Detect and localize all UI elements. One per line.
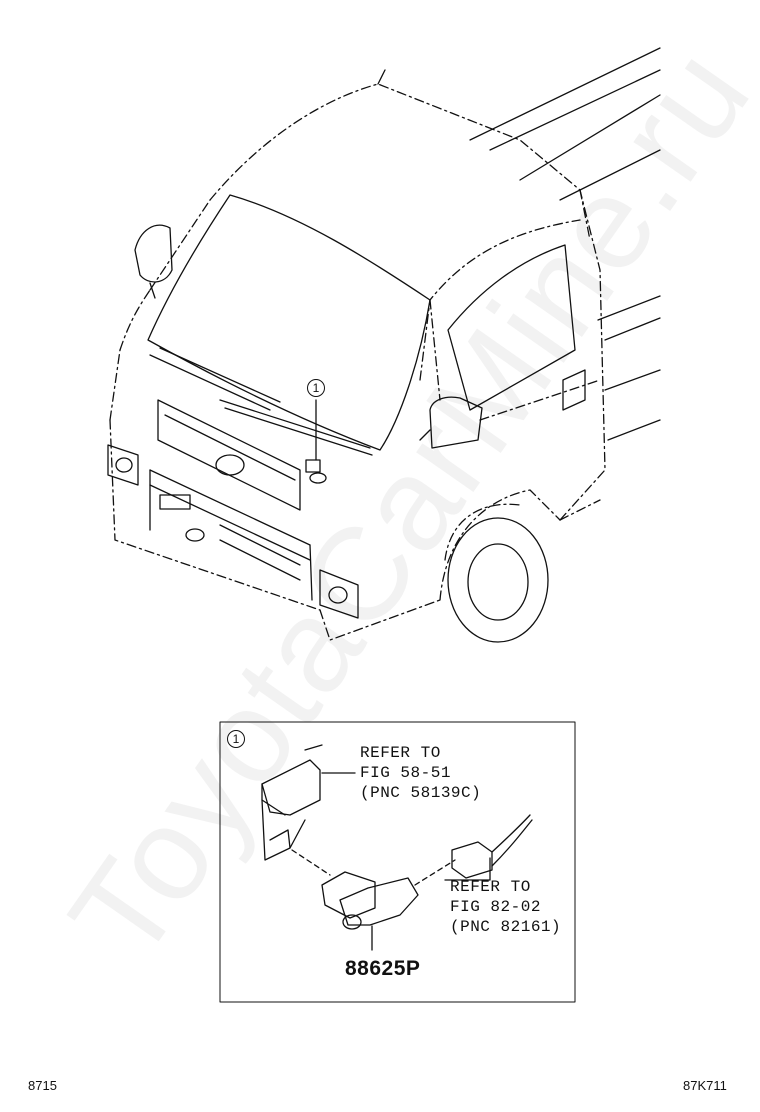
left-headlight — [107, 444, 139, 486]
connector-part — [451, 814, 533, 879]
footer-right-code: 87K711 — [683, 1078, 727, 1093]
door-window — [447, 244, 586, 411]
cargo-bed-rails — [469, 47, 661, 441]
refer-connector-line3: (PNC 82161) — [450, 918, 562, 936]
right-mirror — [419, 396, 483, 449]
refer-connector-line2: FIG 82-02 — [450, 898, 541, 916]
cab-outline — [109, 69, 606, 641]
front-grille — [149, 399, 313, 601]
right-headlight — [319, 569, 359, 619]
bracket-part — [261, 744, 323, 861]
assembly-dashed-line — [291, 849, 331, 876]
callout-marker-1: 1 — [307, 379, 325, 397]
sensor-location — [305, 399, 327, 484]
connector-dashed-line — [414, 859, 456, 886]
sensor-part — [321, 871, 419, 951]
refer-connector-line1: REFER TO — [450, 878, 531, 896]
left-mirror — [134, 224, 173, 299]
part-number-label: 88625P — [345, 957, 421, 980]
windshield — [147, 194, 431, 451]
detail-marker-1: 1 — [227, 730, 245, 748]
refer-bracket-line3: (PNC 58139C) — [360, 784, 482, 802]
refer-bracket-line1: REFER TO — [360, 744, 441, 762]
connector-leader — [444, 857, 491, 881]
refer-bracket-line2: FIG 58-51 — [360, 764, 451, 782]
wipers — [149, 347, 373, 456]
detail-box — [219, 721, 576, 1003]
front-wheel — [444, 503, 549, 643]
footer-left-code: 8715 — [28, 1078, 57, 1093]
